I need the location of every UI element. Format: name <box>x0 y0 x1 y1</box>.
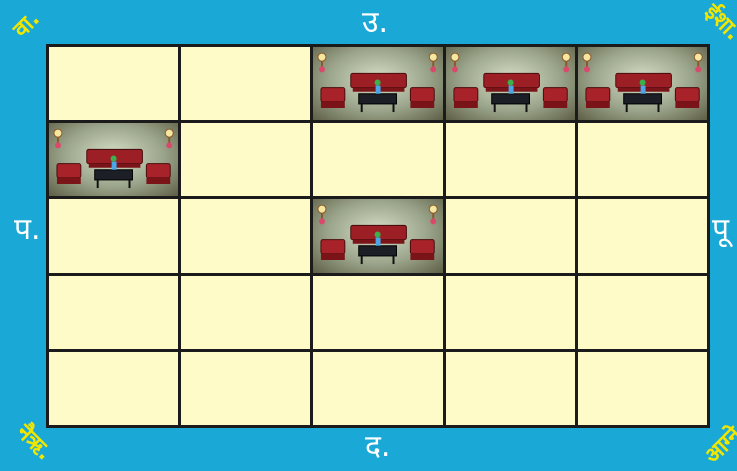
grid-cell-r2-c2[interactable] <box>181 123 310 196</box>
grid-cell-r4-c3[interactable] <box>313 276 442 349</box>
direction-east-label: पू <box>712 215 729 245</box>
corner-northwest-label: वा. <box>10 8 44 42</box>
wall-lamp-icon <box>562 53 570 72</box>
grid-cell-r1-c3[interactable] <box>313 47 442 120</box>
living-room-icon <box>446 47 575 120</box>
vastu-grid <box>46 44 710 428</box>
wall-lamp-icon <box>318 205 326 224</box>
grid-cell-r1-c5[interactable] <box>578 47 707 120</box>
grid-cell-r3-c5[interactable] <box>578 199 707 272</box>
grid-cell-r2-c5[interactable] <box>578 123 707 196</box>
wall-lamp-icon <box>54 129 62 148</box>
living-room-icon <box>578 47 707 120</box>
grid-cell-r3-c2[interactable] <box>181 199 310 272</box>
wall-lamp-icon <box>430 53 438 72</box>
living-room-icon <box>313 199 442 272</box>
grid-cell-r2-c4[interactable] <box>446 123 575 196</box>
grid-cell-r5-c1[interactable] <box>49 352 178 425</box>
grid-cell-r2-c3[interactable] <box>313 123 442 196</box>
grid-cell-r4-c4[interactable] <box>446 276 575 349</box>
wall-lamp-icon <box>451 53 459 72</box>
grid-cell-r3-c4[interactable] <box>446 199 575 272</box>
wall-lamp-icon <box>430 205 438 224</box>
grid-cell-r4-c2[interactable] <box>181 276 310 349</box>
grid-cell-r4-c5[interactable] <box>578 276 707 349</box>
grid-cell-r4-c1[interactable] <box>49 276 178 349</box>
grid-cell-r2-c1[interactable] <box>49 123 178 196</box>
direction-north-label: उ. <box>362 8 388 38</box>
direction-south-label: द. <box>365 432 390 462</box>
grid-cell-r5-c4[interactable] <box>446 352 575 425</box>
living-room-icon <box>49 123 178 196</box>
grid-cell-r5-c5[interactable] <box>578 352 707 425</box>
corner-northeast-label: ईशा. <box>700 1 737 45</box>
grid-cell-r1-c2[interactable] <box>181 47 310 120</box>
direction-west-label: प. <box>14 215 41 245</box>
wall-lamp-icon <box>583 53 591 72</box>
grid-cell-r1-c4[interactable] <box>446 47 575 120</box>
wall-lamp-icon <box>318 53 326 72</box>
grid-cell-r3-c3[interactable] <box>313 199 442 272</box>
wall-lamp-icon <box>165 129 173 148</box>
grid-cell-r1-c1[interactable] <box>49 47 178 120</box>
living-room-icon <box>313 47 442 120</box>
grid-cell-r3-c1[interactable] <box>49 199 178 272</box>
grid-cell-r5-c3[interactable] <box>313 352 442 425</box>
wall-lamp-icon <box>694 53 702 72</box>
grid-cell-r5-c2[interactable] <box>181 352 310 425</box>
